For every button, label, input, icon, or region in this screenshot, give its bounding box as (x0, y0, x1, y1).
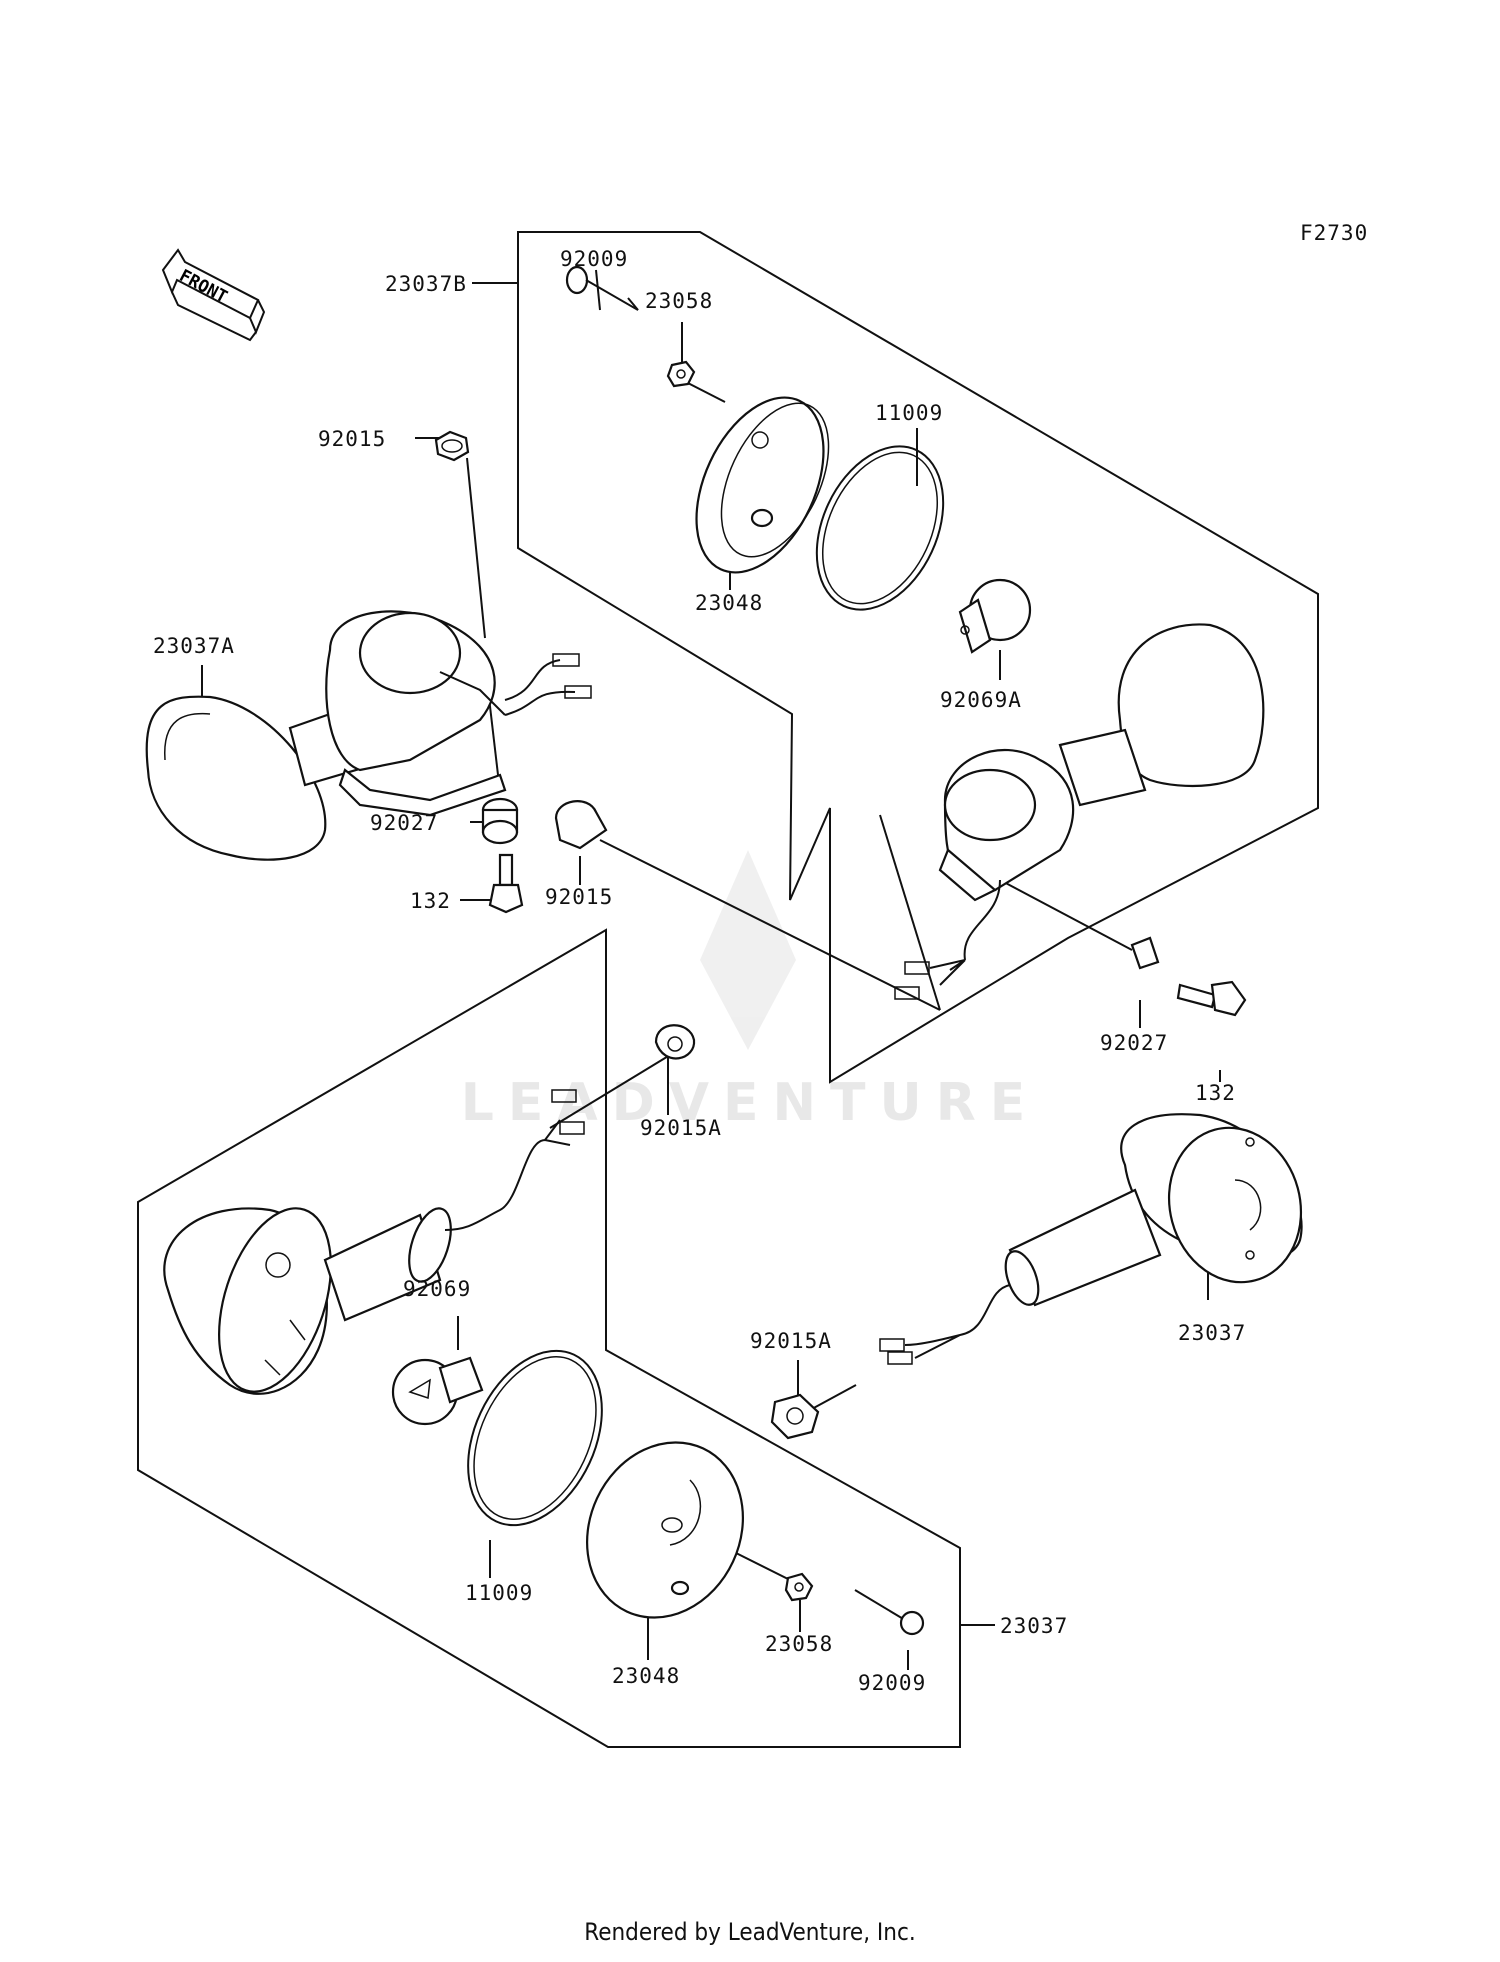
turn-signal-23037b (894, 623, 1265, 1000)
label-92015-left: 92015 (318, 427, 386, 451)
turn-signal-23037-left (163, 1089, 585, 1395)
label-92009-low: 92009 (858, 1671, 926, 1695)
front-arrow-icon: FRONT (161, 248, 266, 342)
lens-rim-23048-top (695, 396, 830, 574)
nut-92015-left (434, 430, 470, 462)
o-ring-11009-low (467, 1349, 603, 1527)
label-11009-low: 11009 (465, 1581, 533, 1605)
label-23037b: 23037B (385, 272, 467, 296)
bulb-92069 (391, 1356, 484, 1426)
kit-boundary-23037 (137, 928, 961, 1748)
label-92069a: 92069A (940, 688, 1022, 712)
lens-rim-23048-low (586, 1441, 744, 1619)
turn-signal-23037-right (879, 1113, 1303, 1365)
nut-92015a-low (770, 1393, 820, 1440)
nut-92015-mid (554, 800, 608, 850)
bolt-132-left (488, 853, 524, 914)
label-23037-low: 23037 (1000, 1614, 1068, 1638)
label-92027-right: 92027 (1100, 1031, 1168, 1055)
watermark-text: LEADVENTURE (461, 1073, 1040, 1133)
label-11009-top: 11009 (875, 401, 943, 425)
part-labels: 92009 23058 23037B 11009 92015 23048 230… (153, 247, 1246, 1695)
screw-92009-top (565, 265, 639, 311)
label-23037a: 23037A (153, 634, 235, 658)
bolt-132-right (1176, 980, 1247, 1017)
label-23037-right: 23037 (1178, 1321, 1246, 1345)
spacer-92027-left (481, 797, 519, 845)
label-92069: 92069 (403, 1277, 471, 1301)
turn-signal-23037a (145, 610, 592, 861)
label-132-left: 132 (410, 889, 451, 913)
nut-92015a-mid (654, 1024, 696, 1060)
screw-92009-low (854, 1589, 925, 1636)
label-92015-mid: 92015 (545, 885, 613, 909)
figure-id: F2730 (1300, 221, 1368, 245)
nut-23058-top (666, 360, 696, 388)
label-92027-left: 92027 (370, 811, 438, 835)
label-23048-top: 23048 (695, 591, 763, 615)
nut-23058-low (784, 1572, 814, 1602)
label-23058-low: 23058 (765, 1632, 833, 1656)
label-92015a-mid: 92015A (640, 1116, 722, 1140)
rendered-by-footer: Rendered by LeadVenture, Inc. (584, 1918, 916, 1946)
label-23058-top: 23058 (645, 289, 713, 313)
spacer-92027-right (1130, 936, 1160, 970)
label-92015a-low: 92015A (750, 1329, 832, 1353)
o-ring-11009-top (815, 445, 945, 611)
label-92009-top: 92009 (560, 247, 628, 271)
bulb-92069a (958, 578, 1032, 654)
kit-boundary-23037b (517, 231, 1319, 1084)
label-132-right: 132 (1195, 1081, 1236, 1105)
label-23048-low: 23048 (612, 1664, 680, 1688)
leadventure-watermark: LEADVENTURE (461, 850, 1040, 1133)
